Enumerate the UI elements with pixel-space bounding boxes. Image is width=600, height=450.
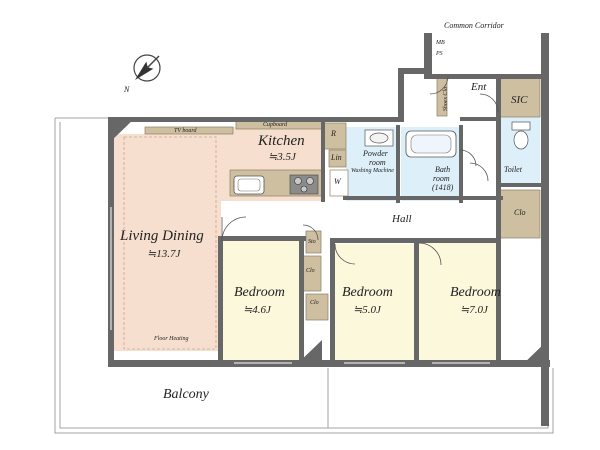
walls — [108, 33, 550, 426]
balcony-label: Balcony — [163, 387, 209, 402]
powder-room-label-2: room — [369, 158, 386, 167]
fixtures — [233, 121, 531, 195]
linen-label: Lin — [331, 153, 342, 162]
stove-icon — [289, 174, 319, 195]
bedroom1-closet-label: Clo — [306, 268, 315, 274]
doors — [221, 75, 499, 266]
bedroom1-size: ≒4.6J — [243, 304, 271, 316]
washer-space — [329, 169, 349, 197]
washbasin-icon — [364, 129, 394, 147]
bedroom3-fill — [418, 240, 500, 364]
floor-heating-area — [123, 136, 217, 350]
room-fills — [113, 117, 540, 364]
entrance-label: Ent — [471, 81, 487, 93]
bedroom2-size: ≒5.0J — [353, 304, 381, 316]
hall-closet-label: Clo — [514, 208, 526, 217]
toilet-label: Toilet — [504, 165, 522, 174]
ps-label: PS — [436, 51, 443, 57]
compass-icon — [133, 54, 161, 82]
linen-closet — [328, 149, 347, 168]
washer-label: W — [334, 177, 341, 186]
sic-closet — [499, 75, 541, 118]
floor-heating-label: Floor Heating — [154, 336, 189, 342]
closet-bedroom2 — [305, 293, 329, 321]
living-dining-name: Living Dining — [120, 228, 204, 244]
north-label: N — [124, 85, 130, 94]
cupboard-label: Cupboard — [263, 122, 288, 128]
kitchen-name: Kitchen — [258, 133, 305, 149]
powder-room-label-1: Powder — [363, 149, 388, 158]
tv-board — [144, 126, 234, 135]
windows — [110, 207, 490, 364]
shoe-closet-label: Shoes Clo — [443, 86, 450, 112]
bedroom2-fill — [334, 244, 418, 364]
washing-machine-note: Washing Machine — [351, 168, 394, 174]
sink-icon — [233, 175, 265, 195]
hall-label: Hall — [392, 213, 412, 225]
sic-label: SIC — [511, 94, 528, 106]
living-dining-fill — [113, 134, 221, 351]
bath-room-label-2: room — [433, 174, 450, 183]
storage-label: Sto — [308, 239, 316, 245]
tv-board-label: TV board — [174, 128, 197, 134]
bedroom1-name: Bedroom — [234, 285, 285, 300]
bath-room-label-1: Bath — [435, 165, 451, 174]
bath-room-label-3: (1418) — [432, 183, 454, 192]
bedroom2-name: Bedroom — [342, 285, 393, 300]
bathtub-icon — [405, 130, 457, 158]
mb-label: MB — [436, 40, 445, 46]
bedroom1-fill — [221, 240, 299, 364]
living-dining-size: ≒13.7J — [147, 248, 181, 260]
refrigerator — [321, 122, 347, 150]
bedroom3-size: ≒7.0J — [460, 304, 488, 316]
toilet-icon — [511, 121, 531, 150]
refrigerator-label: R — [331, 129, 336, 138]
common-corridor-label: Common Corridor — [444, 21, 504, 30]
bedroom2-closet-label: Clo — [310, 300, 319, 306]
bedroom3-name: Bedroom — [450, 285, 501, 300]
kitchen-size: ≒3.5J — [268, 151, 296, 163]
